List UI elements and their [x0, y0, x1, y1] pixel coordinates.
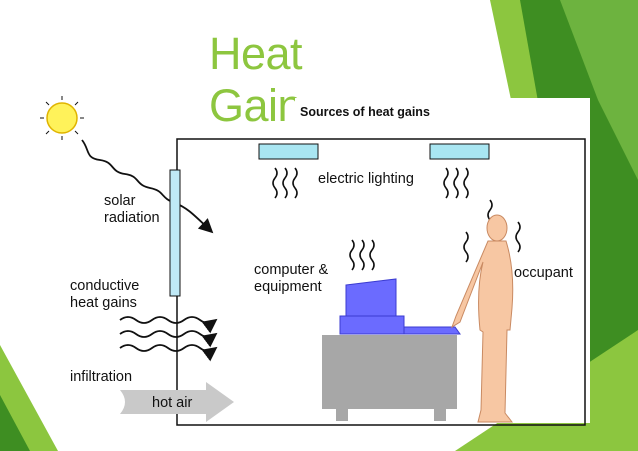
computer-heat-squiggles [349, 239, 375, 271]
label-computer-line2: equipment [254, 279, 322, 295]
slide-title: Heat Gain [209, 28, 303, 132]
light-fixture-left [258, 143, 319, 160]
desk [322, 335, 457, 421]
light-fixture-right [429, 143, 490, 160]
hot-air-arrow [120, 382, 234, 422]
label-solar-radiation-line2: radiation [104, 210, 160, 226]
label-conductive-line1: conductive [70, 278, 140, 294]
label-computer-line1: computer & [254, 262, 329, 278]
occupant-figure [451, 214, 514, 423]
label-electric-lighting: electric lighting [318, 171, 414, 187]
figure-caption: Sources of heat gains [300, 105, 430, 119]
label-conductive-line2: heat gains [70, 295, 137, 311]
label-hot-air: hot air [152, 395, 193, 411]
label-computer-equipment: computer & equipment [254, 262, 328, 296]
computer-icon [339, 278, 461, 335]
title-line-1: Heat [209, 28, 303, 79]
label-infiltration: infiltration [70, 369, 133, 385]
conductive-heat-arrows [119, 316, 218, 362]
label-solar-radiation-line1: solar [104, 193, 136, 209]
green-bar-bottom-left-dark [0, 395, 30, 451]
lighting-heat-squiggles [272, 167, 469, 199]
label-solar-radiation: solar radiation [104, 193, 160, 227]
window-pane [169, 169, 181, 297]
sun-icon [40, 96, 84, 140]
title-line-2: Gain [209, 80, 303, 131]
label-occupant: occupant [514, 265, 573, 281]
label-conductive-heat-gains: conductive heat gains [70, 278, 139, 312]
green-bar-top-right-mid [560, 0, 638, 180]
